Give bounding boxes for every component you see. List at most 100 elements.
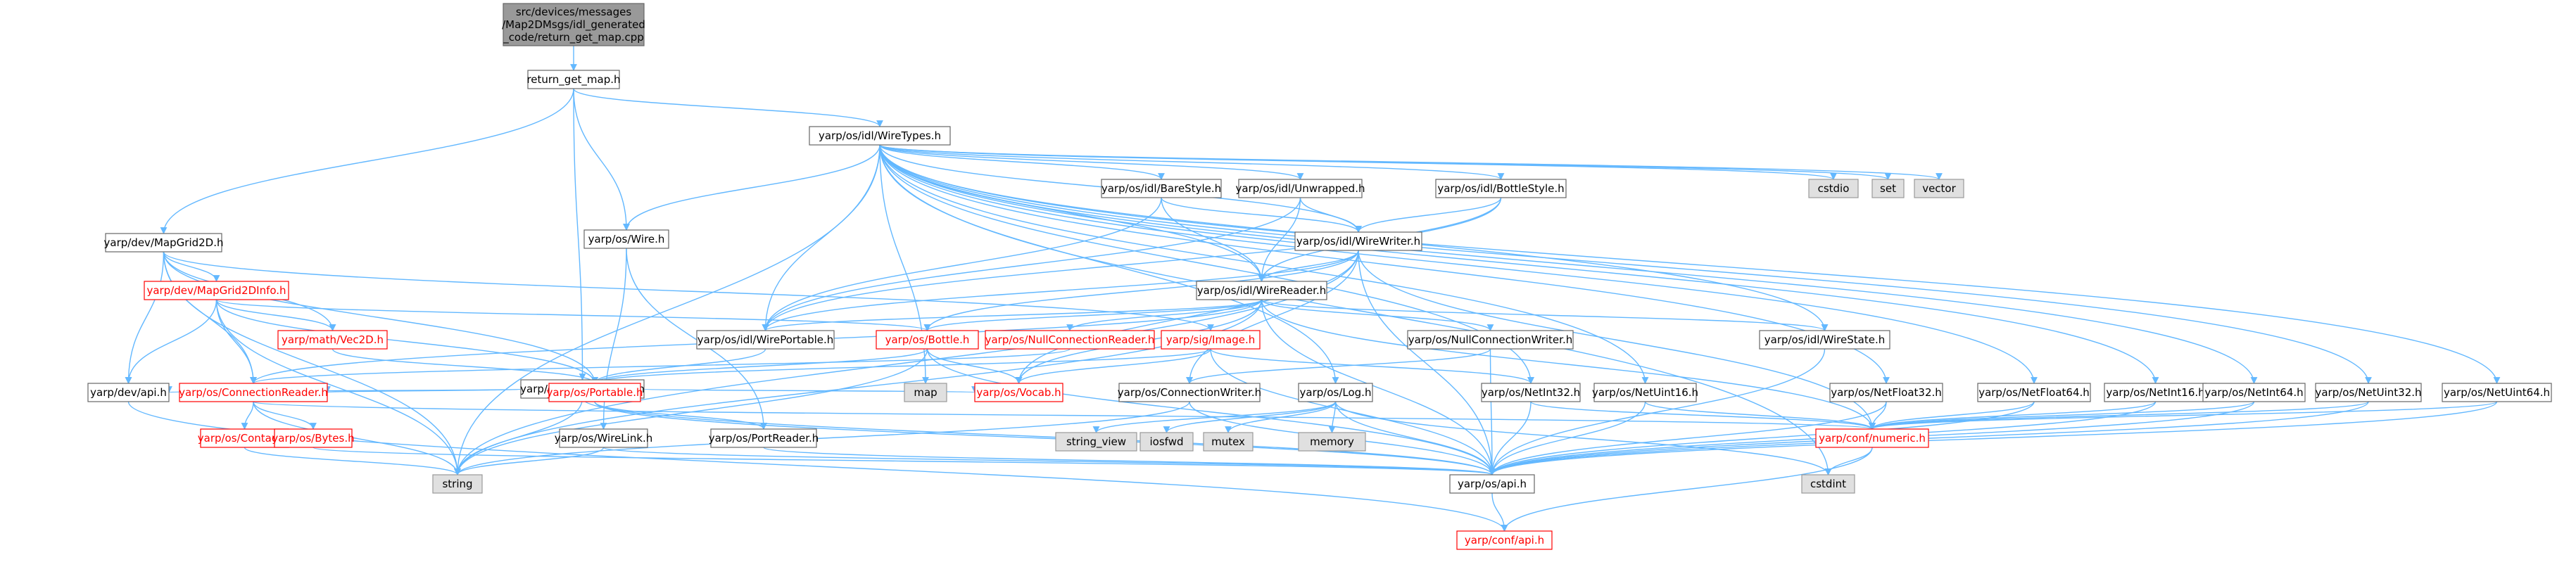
node-MapGrid2DInfo[interactable]: yarp/dev/MapGrid2DInfo.h bbox=[144, 281, 289, 300]
node-NetFloat64[interactable]: yarp/os/NetFloat64.h bbox=[1977, 383, 2091, 402]
node-Log[interactable]: yarp/os/Log.h bbox=[1298, 383, 1373, 402]
node-iosfwd: iosfwd bbox=[1139, 432, 1194, 452]
node-box-NullConnectionWriter bbox=[1407, 330, 1574, 350]
edge-MapGrid2D-to-Image bbox=[163, 251, 1214, 331]
node-NullConnectionWriter[interactable]: yarp/os/NullConnectionWriter.h bbox=[1407, 330, 1574, 350]
node-WireState[interactable]: yarp/os/idl/WireState.h bbox=[1759, 330, 1890, 350]
edge-NetUint32-to-numeric bbox=[1869, 401, 2369, 430]
node-label-Vocab: yarp/os/Vocab.h bbox=[976, 386, 1061, 399]
node-label-numeric: yarp/conf/numeric.h bbox=[1819, 432, 1926, 445]
node-NullConnectionReader[interactable]: yarp/os/NullConnectionReader.h bbox=[985, 330, 1155, 350]
node-label-vector: vector bbox=[1922, 182, 1956, 195]
node-layer: src/devices/messages/Map2DMsgs/idl_gener… bbox=[87, 3, 2552, 550]
node-label-Unwrapped: yarp/os/idl/Unwrapped.h bbox=[1236, 182, 1365, 195]
node-label-BareStyle: yarp/os/idl/BareStyle.h bbox=[1101, 182, 1221, 195]
node-box-BottleStyle bbox=[1435, 179, 1567, 198]
edge-ReturnValue-to-ConnectionReader bbox=[324, 385, 522, 393]
edge-WireReader-to-Bottle bbox=[923, 299, 1263, 331]
node-box-Bottle bbox=[876, 330, 979, 350]
node-BareStyle[interactable]: yarp/os/idl/BareStyle.h bbox=[1101, 179, 1222, 198]
node-NetUint16[interactable]: yarp/os/NetUint16.h bbox=[1592, 383, 1698, 402]
edge-Vec2D-to-Portable bbox=[332, 348, 598, 384]
node-Bottle[interactable]: yarp/os/Bottle.h bbox=[876, 330, 979, 350]
node-Vec2D[interactable]: yarp/math/Vec2D.h bbox=[277, 330, 388, 350]
edge-WireTypes-to-NetFloat64 bbox=[879, 144, 2038, 384]
node-box-set bbox=[1871, 179, 1905, 198]
node-Wire[interactable]: yarp/os/Wire.h bbox=[583, 229, 669, 249]
edge-WireTypes-to-string bbox=[454, 144, 880, 475]
node-label-cstdint: cstdint bbox=[1810, 478, 1846, 490]
node-dev_api[interactable]: yarp/dev/api.h bbox=[87, 383, 170, 402]
node-box-Vocab bbox=[974, 383, 1063, 402]
node-os_api[interactable]: yarp/os/api.h bbox=[1449, 474, 1535, 494]
node-WirePortable[interactable]: yarp/os/idl/WirePortable.h bbox=[696, 330, 835, 350]
node-ConnectionWriter[interactable]: yarp/os/ConnectionWriter.h bbox=[1118, 383, 1261, 402]
node-box-Image bbox=[1161, 330, 1261, 350]
edge-Log-to-memory bbox=[1328, 401, 1337, 433]
node-ConnectionReader[interactable]: yarp/os/ConnectionReader.h bbox=[179, 383, 328, 402]
node-NetUint64[interactable]: yarp/os/NetUint64.h bbox=[2442, 383, 2552, 402]
node-Unwrapped[interactable]: yarp/os/idl/Unwrapped.h bbox=[1236, 179, 1365, 198]
node-NetInt32[interactable]: yarp/os/NetInt32.h bbox=[1481, 383, 1581, 402]
edge-Portable-to-os_api bbox=[594, 401, 1496, 475]
edge-WireTypes-to-Wire bbox=[623, 144, 880, 231]
node-box-WireReader bbox=[1196, 281, 1327, 300]
edge-return_get_map-to-MapGrid2D bbox=[160, 88, 574, 234]
node-box-Portable bbox=[548, 383, 641, 402]
edge-BottleStyle-to-WireWriter bbox=[1355, 197, 1502, 233]
node-WireTypes[interactable]: yarp/os/idl/WireTypes.h bbox=[809, 126, 951, 146]
node-cstdint: cstdint bbox=[1801, 474, 1855, 494]
node-MapGrid2D[interactable]: yarp/dev/MapGrid2D.h bbox=[104, 233, 224, 253]
edge-WireLink-to-string bbox=[454, 447, 605, 475]
node-NetInt64[interactable]: yarp/os/NetInt64.h bbox=[2202, 383, 2306, 402]
edge-WireWriter-to-Bottle bbox=[923, 250, 1359, 331]
node-label-Contact: yarp/os/Contact.h bbox=[198, 432, 292, 445]
node-label-dev_api: yarp/dev/api.h bbox=[90, 386, 167, 399]
node-label-root: _code/return_get_map.cpp bbox=[503, 31, 644, 44]
node-NetInt16[interactable]: yarp/os/NetInt16.h bbox=[2104, 383, 2207, 402]
node-WireWriter[interactable]: yarp/os/idl/WireWriter.h bbox=[1294, 231, 1422, 251]
node-Bytes[interactable]: yarp/os/Bytes.h bbox=[272, 428, 355, 448]
node-box-ConnectionWriter bbox=[1118, 383, 1261, 402]
node-PortReader[interactable]: yarp/os/PortReader.h bbox=[709, 428, 819, 448]
node-box-numeric bbox=[1815, 428, 1929, 448]
node-box-root bbox=[503, 3, 645, 46]
node-box-NetUint32 bbox=[2315, 383, 2422, 402]
edge-NetUint64-to-os_api bbox=[1489, 401, 2498, 475]
node-BottleStyle[interactable]: yarp/os/idl/BottleStyle.h bbox=[1435, 179, 1567, 198]
node-Image[interactable]: yarp/sig/Image.h bbox=[1161, 330, 1261, 350]
node-box-NetInt32 bbox=[1481, 383, 1581, 402]
node-memory: memory bbox=[1298, 432, 1366, 452]
edge-ReturnValue-to-Vocab bbox=[643, 385, 978, 393]
node-numeric[interactable]: yarp/conf/numeric.h bbox=[1815, 428, 1929, 448]
node-box-Bytes bbox=[274, 428, 353, 448]
node-NetUint32[interactable]: yarp/os/NetUint32.h bbox=[2315, 383, 2422, 402]
edge-WireReader-to-WirePortable bbox=[762, 299, 1263, 331]
node-Vocab[interactable]: yarp/os/Vocab.h bbox=[974, 383, 1063, 402]
node-label-NetInt32: yarp/os/NetInt32.h bbox=[1482, 386, 1580, 399]
edge-NullConnectionWriter-to-ConnectionWriter bbox=[1186, 348, 1491, 384]
node-label-return_get_map: return_get_map.h bbox=[526, 73, 620, 87]
edge-NetInt64-to-numeric bbox=[1869, 401, 2255, 430]
edge-MapGrid2DInfo-to-Vec2D bbox=[215, 299, 336, 331]
node-return_get_map[interactable]: return_get_map.h bbox=[526, 70, 621, 89]
node-box-cstdint bbox=[1801, 474, 1855, 494]
edge-dev_api-to-conf_api bbox=[127, 401, 1508, 532]
edge-WireWriter-to-ConnectionWriter bbox=[1186, 250, 1359, 384]
node-map: map bbox=[904, 383, 947, 402]
node-Portable[interactable]: yarp/os/Portable.h bbox=[547, 383, 643, 402]
edge-NetUint64-to-numeric bbox=[1869, 401, 2498, 430]
node-NetFloat32[interactable]: yarp/os/NetFloat32.h bbox=[1829, 383, 1943, 402]
edge-WireWriter-to-WirePortable bbox=[762, 250, 1359, 331]
node-root[interactable]: src/devices/messages/Map2DMsgs/idl_gener… bbox=[502, 3, 645, 46]
edge-WireReader-to-numeric bbox=[1261, 299, 1876, 430]
node-WireReader[interactable]: yarp/os/idl/WireReader.h bbox=[1196, 281, 1327, 300]
node-box-WireState bbox=[1759, 330, 1890, 350]
node-label-Vec2D: yarp/math/Vec2D.h bbox=[282, 333, 384, 346]
edge-numeric-to-cstdint bbox=[1824, 447, 1873, 475]
node-WireLink[interactable]: yarp/os/WireLink.h bbox=[555, 428, 653, 448]
node-box-mutex bbox=[1203, 432, 1254, 452]
node-label-MapGrid2DInfo: yarp/dev/MapGrid2DInfo.h bbox=[146, 284, 286, 297]
node-conf_api[interactable]: yarp/conf/api.h bbox=[1456, 530, 1553, 550]
